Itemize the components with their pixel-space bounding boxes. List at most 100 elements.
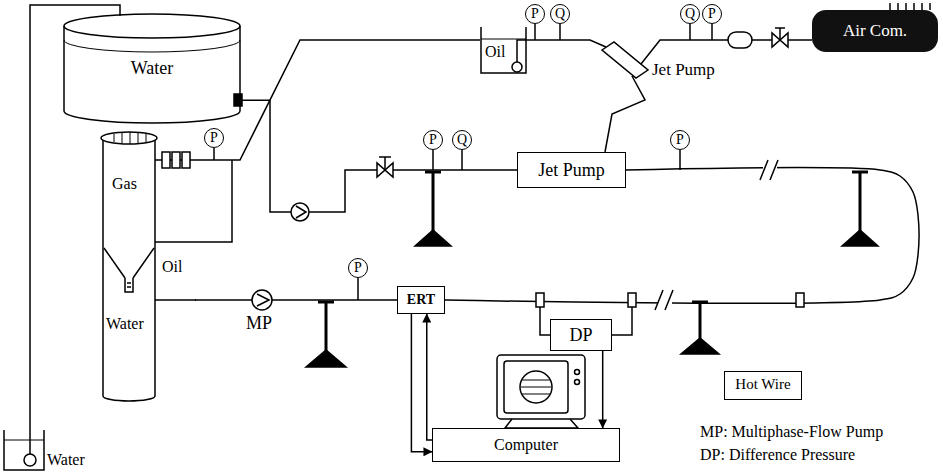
node-label: Hot Wire xyxy=(735,376,790,393)
oil-tank-outline xyxy=(512,62,522,72)
water-tank-outline xyxy=(64,40,240,52)
pipe-break xyxy=(655,158,778,312)
node-label: P xyxy=(676,133,684,147)
pressure-gauge: P xyxy=(348,258,368,278)
oil-tank-outline xyxy=(481,27,526,73)
pressure-gauge: P xyxy=(204,128,224,148)
node-label: Gas xyxy=(112,175,137,193)
node-label: Oil xyxy=(162,258,182,276)
water-tank-outline xyxy=(234,94,242,106)
computer-monitor xyxy=(497,355,585,419)
abbreviation-note: MP: Multiphase-Flow Pump xyxy=(700,423,883,441)
text-anchor: DP: Difference Pressure xyxy=(700,446,855,464)
air-compressor: Air Com. xyxy=(812,10,938,52)
pipe-break xyxy=(763,158,777,182)
gas-filter xyxy=(172,152,180,168)
computer-monitor xyxy=(504,361,568,413)
node-label: Water xyxy=(131,58,174,79)
separator-column-outline xyxy=(103,396,155,401)
flow-meter: Q xyxy=(452,130,472,150)
separator-column-outline xyxy=(104,248,154,278)
text-anchor: Jet Pump xyxy=(652,60,715,80)
pipe-stand xyxy=(306,172,878,367)
gauge-stem xyxy=(679,150,681,170)
water-tank-outline xyxy=(64,14,242,123)
pressure-gauge: P xyxy=(702,4,722,24)
gauge-stem xyxy=(214,24,712,300)
pipe-stand xyxy=(306,350,346,367)
gauge-stem xyxy=(357,278,359,300)
node-label: ERT xyxy=(407,292,435,308)
computer-box: Computer xyxy=(432,428,620,462)
node-label: P xyxy=(531,7,539,21)
pipe-stand xyxy=(415,230,451,246)
pipe-stand xyxy=(692,301,708,304)
supply-tank xyxy=(4,430,44,470)
valve-symbol xyxy=(775,27,785,29)
separator-column-outline xyxy=(101,132,157,401)
part-name: MP xyxy=(246,313,272,334)
pipe-stand xyxy=(425,171,441,174)
computer-monitor xyxy=(497,355,585,428)
node-label: Jet Pump xyxy=(538,160,605,181)
computer-monitor xyxy=(575,370,580,375)
text-anchor: Water xyxy=(106,315,144,333)
gauge-stem xyxy=(689,24,691,40)
gas-filter xyxy=(162,152,170,168)
valve-symbol xyxy=(779,28,781,40)
water-tank-outline xyxy=(64,26,240,111)
ert-box: ERT xyxy=(397,286,445,314)
computer-monitor xyxy=(521,380,551,394)
text-anchor: MP xyxy=(246,313,272,334)
pipe-fitting xyxy=(536,293,804,307)
node-label: DP xyxy=(569,325,592,346)
water-tank-outline xyxy=(64,111,240,123)
separator-outlet-pipe xyxy=(155,299,196,301)
compressor-fins xyxy=(890,3,930,10)
hot-wire-box: Hot Wire xyxy=(724,371,802,400)
pipe-stand xyxy=(318,301,334,304)
gauge-stem xyxy=(711,24,713,40)
text-anchor: Oil xyxy=(162,258,182,276)
water-tank-outline xyxy=(64,14,240,38)
jet-pump-symbol xyxy=(602,42,648,78)
node-label: Water xyxy=(106,315,144,333)
pressure-gauge: P xyxy=(423,130,443,150)
node-label: Q xyxy=(457,133,467,147)
pipe-fitting xyxy=(796,293,804,307)
pipe-break xyxy=(658,288,672,312)
computer-monitor xyxy=(505,419,578,428)
valve-symbol xyxy=(384,157,386,170)
pipe-fitting xyxy=(628,293,636,307)
pressure-gauge: P xyxy=(670,130,690,150)
pipe-break xyxy=(760,160,768,180)
pipe-stand xyxy=(859,172,862,232)
text-anchor: Oil xyxy=(485,43,505,61)
pipe-break xyxy=(655,290,663,310)
pipe-break xyxy=(770,160,778,180)
flow-meter: Q xyxy=(680,4,700,24)
injection-line xyxy=(605,76,645,152)
gas-filter xyxy=(182,152,190,168)
apparatus-drawing xyxy=(4,3,930,470)
gauge-stem xyxy=(534,24,536,40)
signal-arrow xyxy=(427,314,432,440)
dp-box: DP xyxy=(550,319,612,351)
gauge-stem xyxy=(559,24,561,40)
pipe-fitting xyxy=(536,293,544,307)
supply-tank xyxy=(4,440,44,441)
oil-tank-outline xyxy=(481,39,526,40)
node-label: Computer xyxy=(494,436,558,454)
node-label: P xyxy=(429,133,437,147)
signal-arrow xyxy=(411,314,432,452)
node-label: Q xyxy=(555,7,565,21)
gas-pipe xyxy=(155,40,480,160)
pipe-connector xyxy=(242,100,517,212)
pipe-stand xyxy=(699,302,702,340)
pipe-stand xyxy=(842,230,878,246)
jet-pump-box: Jet Pump xyxy=(517,152,626,188)
oil-outlet-pipe xyxy=(155,160,232,242)
computer-monitor xyxy=(575,380,580,385)
separator-column-outline xyxy=(103,140,155,396)
